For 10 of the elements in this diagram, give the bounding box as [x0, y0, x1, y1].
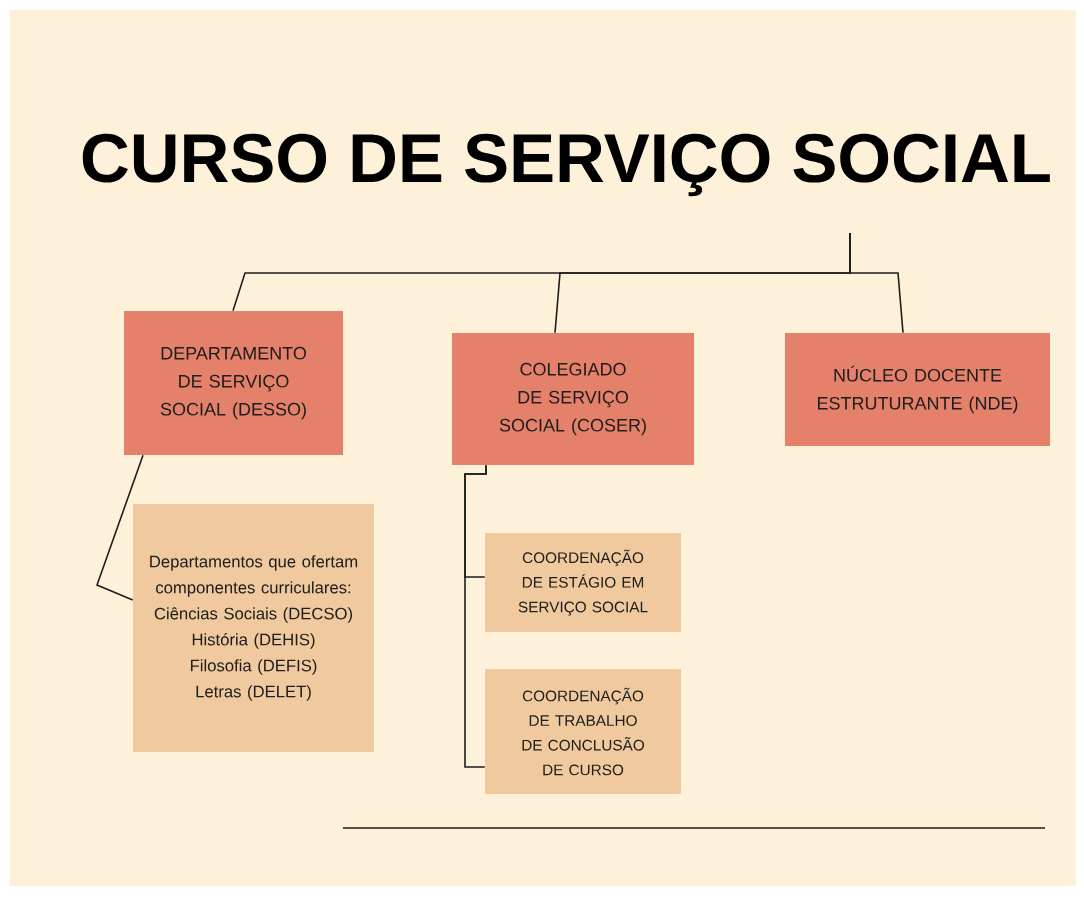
- title: CURSO DE SERVIÇO SOCIAL: [82, 133, 1050, 197]
- connector-line: [464, 464, 487, 768]
- department-box: NÚCLEO DOCENTE ESTRUTURANTE (NDE): [785, 333, 1050, 446]
- connector-line: [849, 232, 904, 334]
- department-box: DEPARTAMENTO DE SERVIÇO SOCIAL (DESSO): [124, 311, 343, 455]
- coordination-box: COORDENAÇÃO DE ESTÁGIO EM SERVIÇO SOCIAL: [485, 533, 681, 632]
- department-box: COLEGIADO DE SERVIÇO SOCIAL (COSER): [452, 333, 694, 465]
- list-box: Departamentos que ofertam componentes curriculares: Ciências Sociais (DECSO) História (DEHIS) Filosofia (DEFIS) Letras (DELET): [133, 504, 374, 752]
- connector-line: [96, 454, 144, 601]
- coordination-box: COORDENAÇÃO DE TRABALHO DE CONCLUSÃO DE CURSO: [485, 669, 681, 794]
